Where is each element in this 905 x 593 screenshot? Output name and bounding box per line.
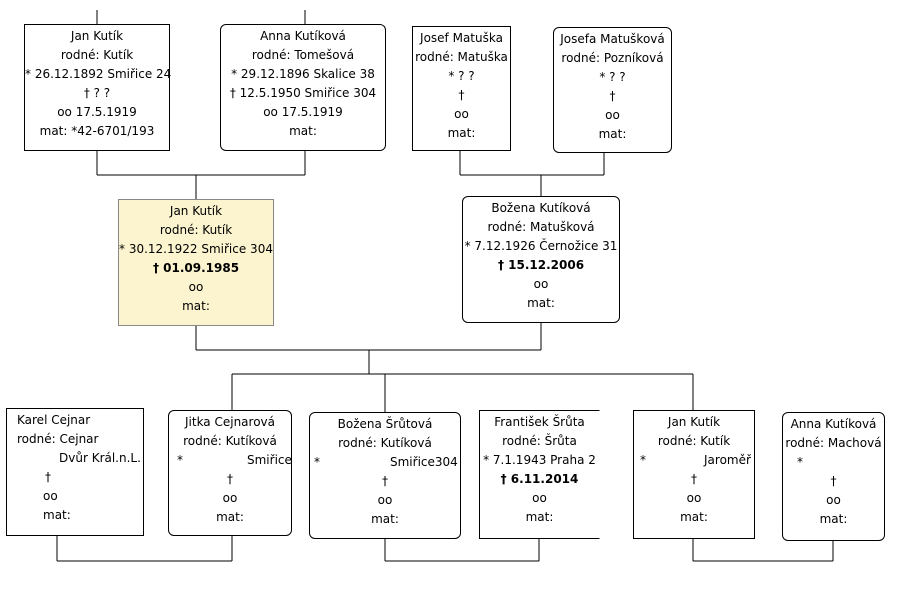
birth-place: Jaroměř [704,453,751,467]
death-info: † ? ? [83,86,111,100]
person-box-bozena-kutikova-1926[interactable]: Božena Kutíková rodné: Matušková * 7.12.… [462,196,620,323]
birth-place: Smiřice [247,453,292,467]
death-info: † [382,474,388,488]
death-info: † [609,89,616,103]
birth-info: * [797,455,803,469]
mat-info: mat: [43,508,71,522]
person-name: Josefa Matušková [560,32,665,46]
birth-name: rodné: Machová [785,436,882,450]
person-name: Karel Cejnar [17,413,91,427]
person-box-karel-cejnar[interactable]: Karel Cejnar rodné: Cejnar Dvůr Král.n.L… [6,408,144,536]
person-box-josefa-matuskova[interactable]: Josefa Matušková rodné: Pozníková * ? ? … [553,27,672,153]
birth-info: Dvůr Král.n.L. [59,451,141,465]
person-box-josef-matuska[interactable]: Josef Matuška rodné: Matuška * ? ? † oo … [412,26,511,151]
birth-info-line: * Smiřice304 [310,453,460,472]
birth-info: * 30.12.1922 Smiřice 304 [119,242,273,256]
death-info: † 6.11.2014 [500,472,579,486]
birth-name: rodné: Cejnar [17,432,99,446]
birth-name: rodné: Matuška [415,50,508,64]
birth-star: * [640,453,646,467]
birth-name: rodné: Kutíková [183,434,277,448]
death-info: † [45,470,51,484]
mat-info: mat: [527,296,555,310]
birth-info: * ? ? [448,69,475,83]
mat-info: mat: [371,512,399,526]
marriage-info: oo [43,489,58,503]
birth-info: * ? ? [599,70,626,84]
marriage-info: oo [454,107,469,121]
birth-star: * [314,455,320,469]
person-name: Jan Kutík [169,204,223,218]
death-info: † 01.09.1985 [152,261,240,275]
marriage-info: oo [605,108,620,122]
person-name: Josef Matuška [420,31,503,45]
person-box-frantisek-sruta[interactable]: František Šrůta rodné: Šrůta * 7.1.1943 … [479,410,600,539]
birth-star: * [177,453,183,467]
birth-name: rodné: Kutík [60,48,134,62]
birth-info: * 29.12.1896 Skalice 38 [231,67,375,81]
person-name: František Šrůta [494,415,585,429]
person-box-bozena-srutova[interactable]: Božena Šrůtová rodné: Kutíková * Smiřice3… [309,412,461,539]
mat-info: mat: [525,510,554,524]
birth-name: rodné: Kutík [159,223,233,237]
person-name: Anna Kutíková [260,29,346,43]
marriage-info: oo [188,280,204,294]
birth-name: rodné: Kutík [657,434,731,448]
person-name: Anna Kutíková [790,417,877,431]
birth-name: rodné: Tomešová [251,48,355,62]
person-box-jan-kutik-1922[interactable]: Jan Kutík rodné: Kutík * 30.12.1922 Smiř… [118,199,274,326]
marriage-info: oo [377,493,393,507]
birth-info: * 7.1.1943 Praha 2 [483,453,596,467]
person-name: Jan Kutík [667,415,721,429]
death-info: † [227,472,233,486]
death-info: † [830,474,837,488]
mat-info: mat: [216,510,244,524]
mat-info: mat: [680,510,708,524]
person-name: Jan Kutík [70,29,124,43]
death-info: † [691,472,697,486]
birth-info: * 7.12.1926 Černožice 31 [464,239,618,253]
person-name: Božena Šrůtová [337,417,433,431]
marriage-info: oo [222,491,238,505]
marriage-info: oo [533,277,549,291]
mat-info: mat: *42-6701/193 [39,124,155,138]
mat-info: mat: [598,127,627,141]
person-box-anna-kutikova-1896[interactable]: Anna Kutíková rodné: Tomešová * 29.12.18… [220,24,386,151]
birth-name: rodné: Matušková [487,220,595,234]
person-name: Božena Kutíková [491,201,591,215]
death-info: † 15.12.2006 [497,258,585,272]
marriage-info: oo [686,491,702,505]
birth-info-line: * Jaroměř [634,451,754,470]
birth-info-line: * Smiřice [169,451,292,470]
mat-info: mat: [447,126,476,140]
person-box-jan-kutik-1892[interactable]: Jan Kutík rodné: Kutík * 26.12.1892 Smiř… [24,24,172,151]
mat-info: mat: [289,124,317,138]
person-box-jan-kutik-jaromer[interactable]: Jan Kutík rodné: Kutík * Jaroměř † oo mat… [633,410,755,539]
mat-info: mat: [182,299,210,313]
marriage-info: oo 17.5.1919 [263,105,343,119]
marriage-info: oo [532,491,547,505]
death-info: † 12.5.1950 Smiřice 304 [229,86,377,100]
person-box-anna-kutikova-machova[interactable]: Anna Kutíková rodné: Machová * † oo mat: [782,412,885,541]
person-name: Jitka Cejnarová [184,415,275,429]
marriage-info: oo [826,493,841,507]
birth-info: * 26.12.1892 Smiřice 24 [25,67,172,81]
person-box-jitka-cejnarova[interactable]: Jitka Cejnarová rodné: Kutíková * Smiřice… [168,410,292,536]
birth-name: rodné: Šrůta [502,434,577,448]
mat-info: mat: [819,512,848,526]
marriage-info: oo 17.5.1919 [57,105,137,119]
birth-name: rodné: Pozníková [561,51,664,65]
birth-place: Smiřice304 [390,455,458,469]
birth-name: rodné: Kutíková [338,436,432,450]
death-info: † [458,88,465,102]
